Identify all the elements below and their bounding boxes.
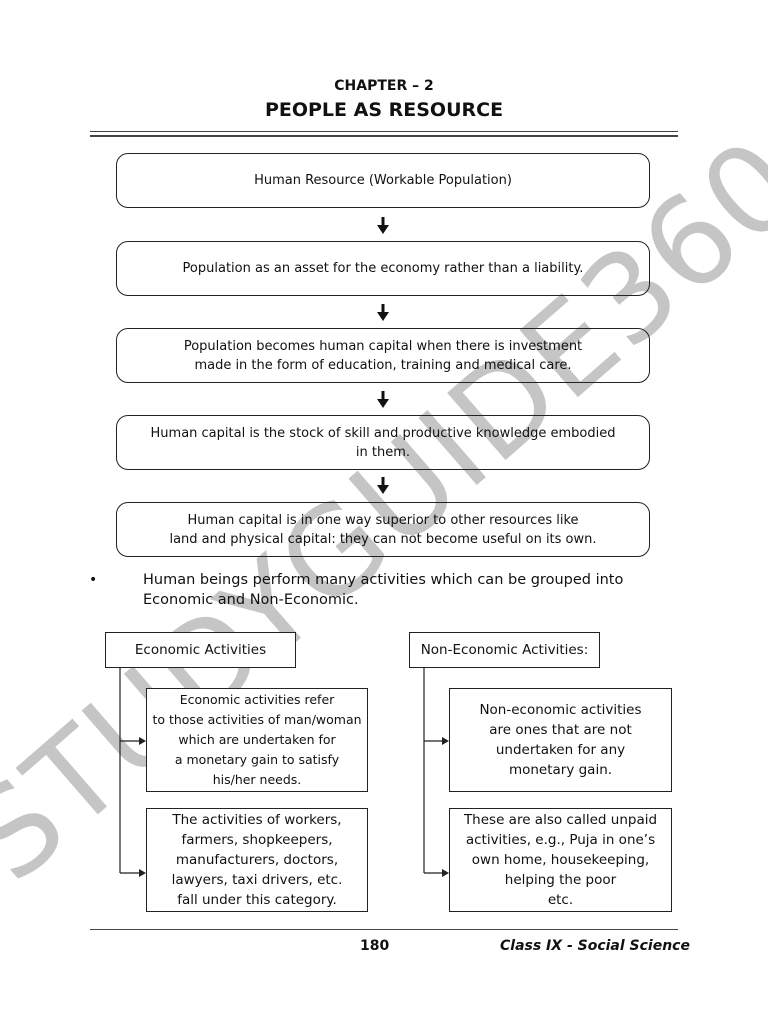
down-arrow-icon: [377, 391, 389, 408]
down-arrow-icon: [377, 477, 389, 494]
economic-definition-box: Economic activities refer to those activ…: [146, 688, 368, 792]
down-arrow-icon: [377, 304, 389, 321]
economic-examples-box: The activities of workers, farmers, shop…: [146, 808, 368, 912]
economic-activities-heading: Economic Activities: [105, 632, 296, 668]
flow-box-2: Population as an asset for the economy r…: [116, 241, 650, 296]
down-arrow-icon: [377, 217, 389, 234]
flow-box-5: Human capital is in one way superior to …: [116, 502, 650, 557]
non-economic-examples-box: These are also called unpaid activities,…: [449, 808, 672, 912]
flow-box-4: Human capital is the stock of skill and …: [116, 415, 650, 470]
footer-divider: [90, 929, 678, 930]
flow-box-3: Population becomes human capital when th…: [116, 328, 650, 383]
page-number: 180: [360, 938, 390, 954]
bullet-text: Human beings perform many activities whi…: [143, 572, 624, 608]
header-divider-thin: [90, 131, 678, 132]
book-title: Class IX - Social Science: [500, 938, 690, 954]
non-economic-definition-box: Non-economic activities are ones that ar…: [449, 688, 672, 792]
flow-box-1: Human Resource (Workable Population): [116, 153, 650, 208]
bullet-marker: •: [89, 572, 98, 588]
header-divider-thick: [90, 135, 678, 137]
page-title: PEOPLE AS RESOURCE: [264, 99, 504, 121]
chapter-label: CHAPTER – 2: [334, 78, 434, 94]
non-economic-activities-heading: Non-Economic Activities:: [409, 632, 600, 668]
